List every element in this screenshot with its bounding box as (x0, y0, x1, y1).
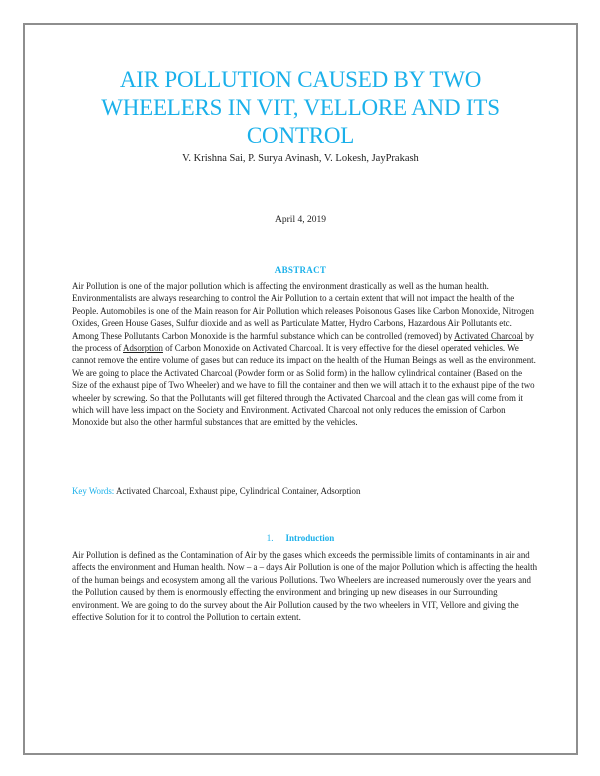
keywords-value: Activated Charcoal, Exhaust pipe, Cylind… (114, 486, 361, 496)
section-title: Introduction (285, 533, 335, 543)
title-line: AIR POLLUTION CAUSED BY TWO (119, 67, 482, 92)
adsorption-link[interactable]: Adsorption (123, 343, 163, 354)
paper-title: AIR POLLUTION CAUSED BY TWO WHEELERS IN … (25, 66, 576, 150)
abstract-text-part: by the process of (72, 330, 534, 354)
keywords: Key Words: Activated Charcoal, Exhaust p… (72, 486, 538, 496)
keywords-label: Key Words: (72, 486, 115, 496)
title-line: CONTROL (246, 123, 355, 148)
activated-charcoal-link[interactable]: Activated Charcoal (454, 330, 523, 341)
section-heading-introduction: 1. Introduction (25, 533, 576, 543)
abstract-heading: ABSTRACT (274, 265, 327, 275)
section-number: 1. (266, 533, 274, 543)
introduction-text: Air Pollution is defined as the Contamin… (72, 550, 538, 623)
document-page: AIR POLLUTION CAUSED BY TWO WHEELERS IN … (23, 23, 578, 755)
abstract-text-part: of Carbon Monoxide on Activated Charcoal… (72, 343, 536, 428)
abstract-text-part: Air Pollution is one of the major pollut… (72, 281, 534, 341)
author-list: V. Krishna Sai, P. Surya Avinash, V. Lok… (182, 153, 419, 164)
title-line: WHEELERS IN VIT, VELLORE AND ITS (101, 95, 500, 120)
abstract-text: Air Pollution is one of the major pollut… (72, 280, 538, 429)
publication-date: April 4, 2019 (275, 215, 326, 225)
